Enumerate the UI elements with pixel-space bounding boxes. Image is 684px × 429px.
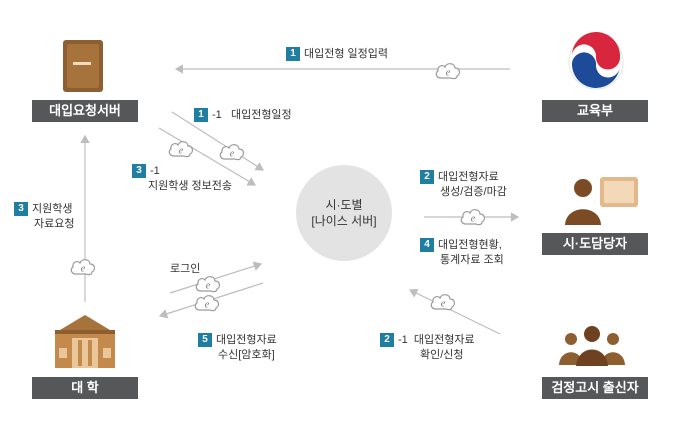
flow-text: 대입전형 일정입력 [304,48,389,60]
node-regional-staff: 시·도담당자 [542,233,648,255]
step-badge: 3 [132,164,146,178]
flow-3-line2: 자료요청 [34,218,75,230]
step-badge: 3 [14,202,28,216]
step-badge: 2 [380,333,394,347]
flow-3-label: 3 지원학생 [14,202,72,217]
flow-text: 대입전형일정 [230,109,292,121]
e-icon [435,63,461,80]
node-univ-request-server: 대입요청서버 [32,100,138,122]
step-badge: 4 [420,238,434,252]
node-ged-applicant: 검정고시 출신자 [542,377,648,399]
center-line-1: 시·도별 [325,198,363,212]
step-badge: 5 [198,333,212,347]
flow-3-1-label: 3 -1 [132,164,160,179]
e-icon [460,209,486,226]
center-line-2: [나이스 서버] [311,214,377,228]
e-icon [168,141,194,158]
flow-4-label: 4 대입전형현황, [420,238,502,253]
step-badge: 1 [194,108,208,122]
flow-1-1-label: 1 -1 대입전형일정 [194,108,292,123]
ministry-emblem-icon [568,31,624,90]
e-icon [430,294,456,311]
step-badge: 2 [420,170,434,184]
flow-4-line2: 통계자료 조회 [440,254,504,266]
flow-2-1-label: 2 -1 대입전형자료 [380,333,475,348]
step-badge: 1 [286,47,300,61]
flow-2-line2: 생성/검증/마감 [440,186,507,198]
flow-text-line1: 대입전형현황, [438,239,502,251]
step-suffix: -1 [212,109,222,121]
flow-5-line2: 수신[암호화] [218,349,275,361]
node-university: 대 학 [32,377,138,399]
e-icon [70,259,96,276]
step-suffix: -1 [398,334,408,346]
flow-text-line1: 대입전형자료 [438,171,499,183]
people-group-icon [559,326,625,366]
staff-computer-icon [565,177,638,225]
flow-2-1-line2: 확인/신청 [420,349,464,361]
flow-5-label: 5 대입전형자료 [198,333,277,348]
flow-1-label: 1 대입전형 일정입력 [286,47,388,62]
university-building-icon [55,315,115,368]
flow-3-1-text: 지원학생 정보전송 [148,180,233,192]
e-icon [219,144,245,161]
arrow-login [169,261,263,294]
flow-text-line1: 대입전형자료 [216,334,277,346]
server-icon [63,40,103,92]
flow-2-label: 2 대입전형자료 [420,170,499,185]
flow-text-line1: 지원학생 [32,203,73,215]
node-ministry: 교육부 [542,100,648,122]
neis-server-node: 시·도별 [나이스 서버] [296,165,392,261]
step-suffix: -1 [150,165,160,177]
flow-text-line1: 대입전형자료 [413,334,475,346]
arrow-1-1 [171,111,265,171]
arrow-3-1 [158,127,257,186]
arrow-2-1 [408,288,501,335]
login-label: 로그인 [170,263,201,275]
